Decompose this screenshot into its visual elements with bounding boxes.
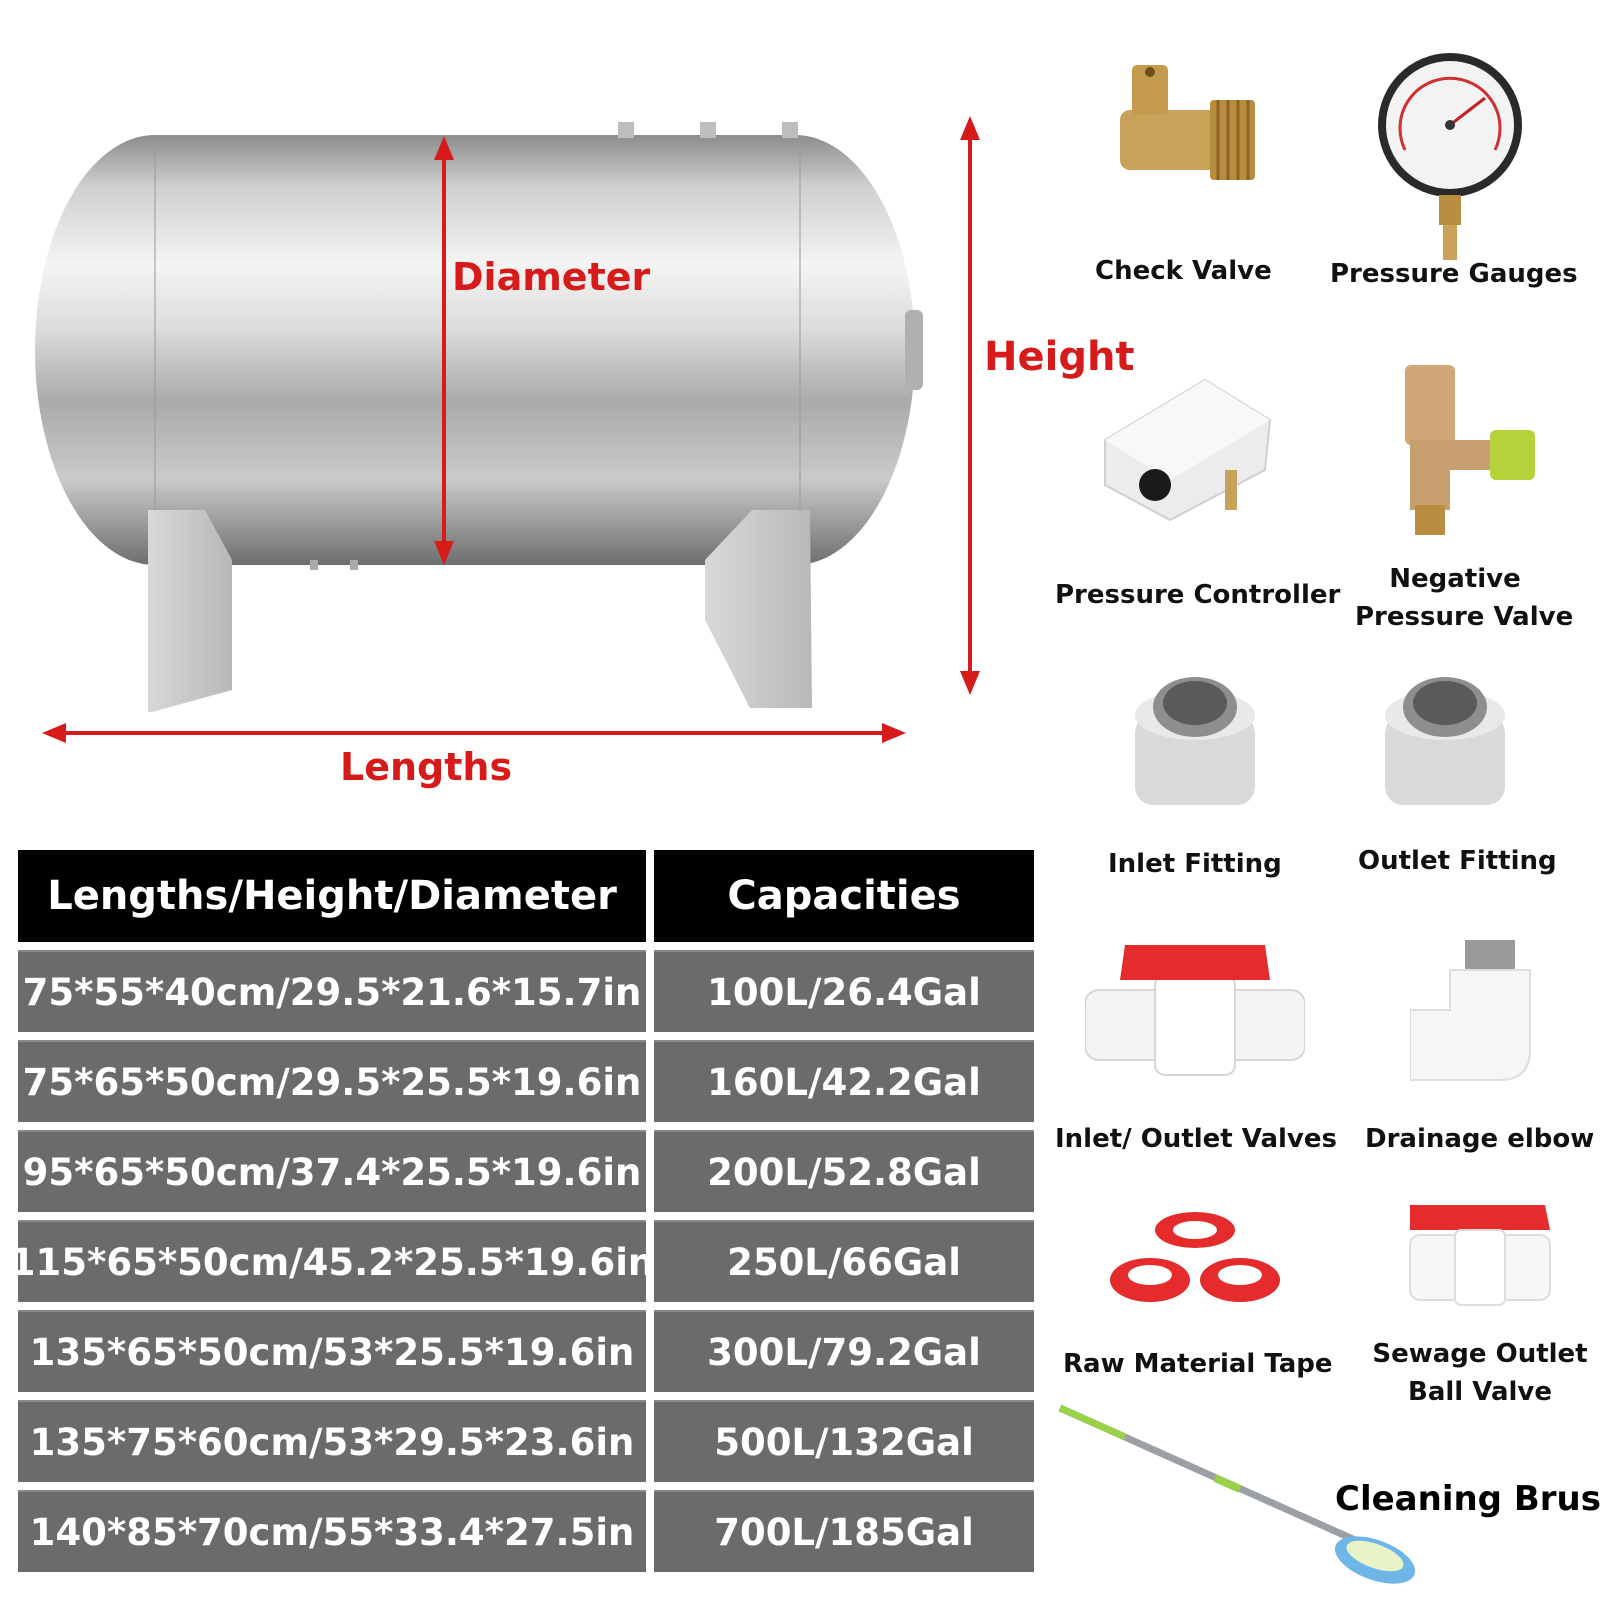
check-valve-label: Check Valve <box>1095 256 1272 286</box>
drainage-elbow-image <box>1410 940 1531 1081</box>
table-header: Lengths/Height/Diameter Capacities <box>18 850 1034 942</box>
pressure-controller-label: Pressure Controller <box>1055 580 1341 610</box>
table-row: 135*75*60cm/53*29.5*23.6in 500L/132Gal <box>18 1400 1034 1482</box>
pressure-controller-image <box>1104 378 1272 522</box>
spec-table: Lengths/Height/Diameter Capacities 75*55… <box>10 850 1034 1580</box>
row-dimensions: 135*75*60cm/53*29.5*23.6in <box>18 1400 646 1482</box>
tank-leg-right <box>705 510 812 708</box>
outlet-fitting-image <box>1385 677 1505 805</box>
outlet-fitting-label: Outlet Fitting <box>1358 846 1557 876</box>
drainage-elbow-label: Drainage elbow <box>1365 1124 1595 1154</box>
header-dimensions: Lengths/Height/Diameter <box>18 850 646 942</box>
table-row: 135*65*50cm/53*25.5*19.6in 300L/79.2Gal <box>18 1310 1034 1392</box>
row-capacity: 250L/66Gal <box>654 1220 1034 1302</box>
row-capacity: 300L/79.2Gal <box>654 1310 1034 1392</box>
table-row: 140*85*70cm/55*33.4*27.5in 700L/185Gal <box>18 1490 1034 1572</box>
tank-body <box>35 135 915 565</box>
table-row: 115*65*50cm/45.2*25.5*19.6in 250L/66Gal <box>10 1220 1034 1302</box>
row-dimensions: 75*55*40cm/29.5*21.6*15.7in <box>18 950 646 1032</box>
table-row: 75*65*50cm/29.5*25.5*19.6in 160L/42.2Gal <box>18 1040 1034 1122</box>
row-dimensions: 135*65*50cm/53*25.5*19.6in <box>18 1310 646 1392</box>
table-row: 95*65*50cm/37.4*25.5*19.6in 200L/52.8Gal <box>18 1130 1034 1212</box>
inlet-fitting-image <box>1135 677 1255 805</box>
tank-leg-left <box>148 510 232 712</box>
table-row: 75*55*40cm/29.5*21.6*15.7in 100L/26.4Gal <box>18 950 1034 1032</box>
sewage-ball-valve-line1: Sewage Outlet <box>1372 1339 1588 1369</box>
tank-illustration <box>35 122 923 712</box>
sewage-ball-valve-label: Sewage Outlet Ball Valve <box>1370 1335 1590 1411</box>
row-capacity: 200L/52.8Gal <box>654 1130 1034 1212</box>
sewage-ball-valve-image <box>1409 1205 1551 1306</box>
check-valve-image <box>1120 65 1255 180</box>
inlet-outlet-valves-label: Inlet/ Outlet Valves <box>1055 1124 1337 1154</box>
negative-pressure-valve-label: Negative Pressure Valve <box>1355 560 1574 636</box>
cleaning-brush-image <box>1058 1404 1416 1584</box>
cleaning-brush-label: Cleaning Brush <box>1335 1479 1600 1519</box>
raw-material-tape-image <box>1110 1212 1280 1302</box>
pressure-gauges-label: Pressure Gauges <box>1330 259 1578 289</box>
height-label: Height <box>984 334 1135 380</box>
row-capacity: 500L/132Gal <box>654 1400 1034 1482</box>
inlet-fitting-label: Inlet Fitting <box>1108 849 1282 879</box>
raw-material-tape-label: Raw Material Tape <box>1063 1349 1333 1379</box>
row-capacity: 100L/26.4Gal <box>654 950 1034 1032</box>
negative-pressure-valve-line1: Negative <box>1389 564 1521 594</box>
row-capacity: 160L/42.2Gal <box>654 1040 1034 1122</box>
dimension-arrows <box>42 116 980 743</box>
diameter-label: Diameter <box>452 255 651 299</box>
negative-pressure-valve-line2: Pressure Valve <box>1355 602 1574 632</box>
row-capacity: 700L/185Gal <box>654 1490 1034 1572</box>
lengths-label: Lengths <box>340 745 513 789</box>
row-dimensions: 95*65*50cm/37.4*25.5*19.6in <box>18 1130 646 1212</box>
row-dimensions: 115*65*50cm/45.2*25.5*19.6in <box>10 1220 654 1302</box>
pressure-gauge-image <box>1378 53 1522 260</box>
sewage-ball-valve-line2: Ball Valve <box>1408 1377 1552 1407</box>
row-dimensions: 75*65*50cm/29.5*25.5*19.6in <box>18 1040 646 1122</box>
row-dimensions: 140*85*70cm/55*33.4*27.5in <box>18 1490 646 1572</box>
header-capacities: Capacities <box>654 850 1034 942</box>
inlet-outlet-valves-image <box>1085 945 1305 1076</box>
negative-pressure-valve-image <box>1405 365 1535 535</box>
